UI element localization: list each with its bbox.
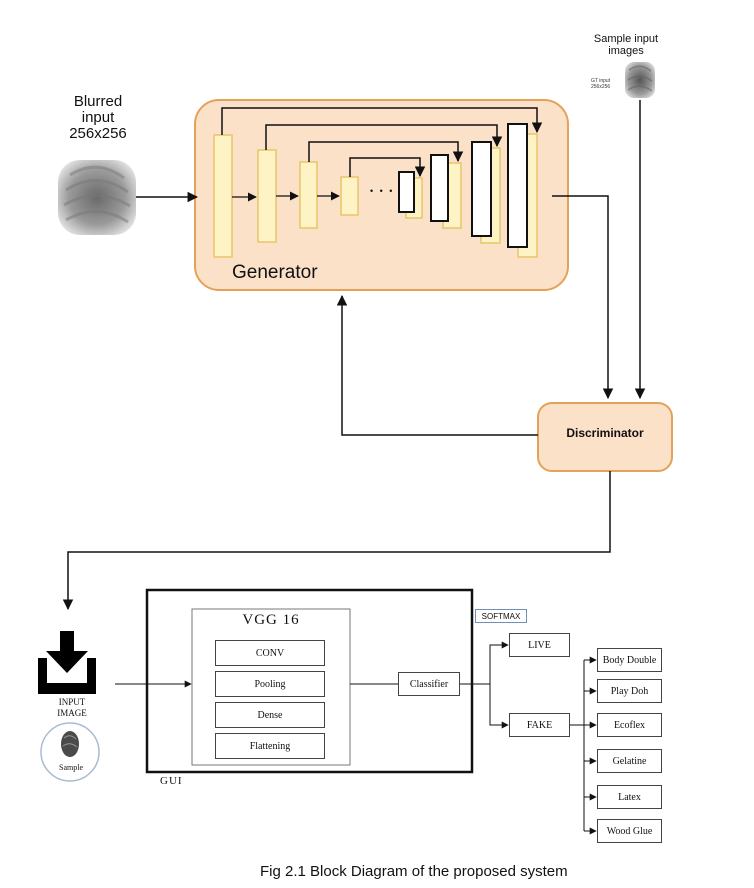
fake-type-wood-glue: Wood Glue <box>597 819 662 843</box>
decoder-layer-3 <box>471 141 492 237</box>
discriminator-block <box>537 402 673 472</box>
decoder-layer-4 <box>507 123 528 248</box>
blurred-title-line-1: Blurred <box>73 93 123 110</box>
sample-label: Sample <box>59 763 83 772</box>
fake-type-latex: Latex <box>597 785 662 809</box>
fake-type-play-doh: Play Doh <box>597 679 662 703</box>
sample-images-title: Sample input images <box>586 33 666 57</box>
encoder-layer-1 <box>213 134 233 258</box>
input-image-line-2: IMAGE <box>57 708 87 718</box>
blurred-input-title: Blurred input 256x256 <box>52 94 144 142</box>
gt-line-2: 256x256 <box>591 84 611 90</box>
vgg-layer-pooling: Pooling <box>215 671 325 697</box>
softmax-label: SOFTMAX <box>475 609 527 623</box>
blurred-fingerprint-image <box>58 160 136 235</box>
figure-caption: Fig 2.1 Block Diagram of the proposed sy… <box>260 863 568 880</box>
generator-label: Generator <box>232 262 318 283</box>
gt-fingerprint-image <box>625 62 655 98</box>
encoder-flow-arrows <box>232 191 340 202</box>
fake-type-lines <box>570 656 597 835</box>
encoder-layer-4 <box>340 176 359 216</box>
vgg16-title: VGG 16 <box>242 612 300 628</box>
vgg-layer-dense: Dense <box>215 702 325 728</box>
skip-connections <box>221 107 543 178</box>
blurred-title-line-2: input <box>81 109 115 126</box>
gui-frame <box>145 588 474 774</box>
generator-ellipsis: • • • <box>370 186 395 196</box>
fake-type-gelatine: Gelatine <box>597 749 662 773</box>
decoder-layer-1 <box>398 171 415 213</box>
vgg-layer-flattening: Flattening <box>215 733 325 759</box>
encoder-layer-2 <box>257 149 277 243</box>
decoder-layer-2 <box>430 154 449 222</box>
fake-type-ecoflex: Ecoflex <box>597 713 662 737</box>
vgg-layer-conv: CONV <box>215 640 325 666</box>
discriminator-to-classifier-arrow <box>62 471 611 611</box>
discriminator-label: Discriminator <box>566 426 644 440</box>
live-box: LIVE <box>509 633 570 657</box>
gt-input-label: GT input 256x256 <box>591 78 623 90</box>
gt-line-1: GT input <box>591 78 611 84</box>
input-image-line-1: INPUT <box>58 697 86 707</box>
discriminator-feedback-arrow <box>336 294 538 436</box>
download-icon <box>38 631 96 694</box>
encoder-layer-3 <box>299 161 318 229</box>
blurred-title-line-3: 256x256 <box>69 125 127 142</box>
sample-title-line-2: images <box>608 45 644 57</box>
input-image-label: INPUT IMAGE <box>38 697 106 719</box>
classifier-output-lines <box>460 641 509 729</box>
generator-to-discriminator-arrow <box>552 195 614 400</box>
fake-type-body-double: Body Double <box>597 648 662 672</box>
classifier-box: Classifier <box>398 672 460 696</box>
gui-label: GUI <box>160 775 183 787</box>
sample-title-line-1: Sample input <box>593 33 659 45</box>
fake-box: FAKE <box>509 713 570 737</box>
